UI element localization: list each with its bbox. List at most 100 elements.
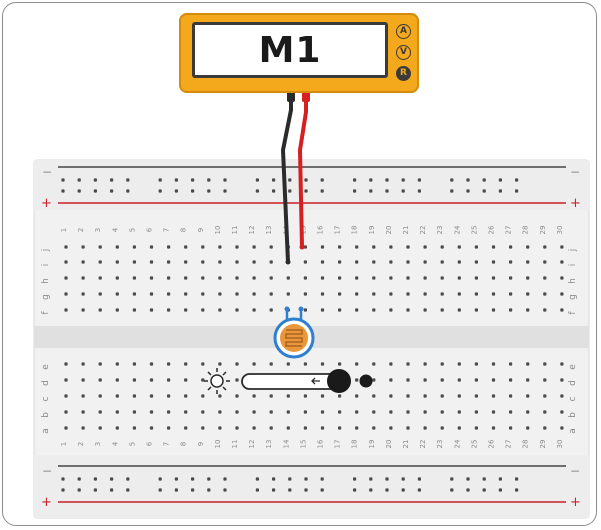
terminal-hole[interactable]: [252, 276, 256, 280]
terminal-hole[interactable]: [98, 426, 102, 430]
terminal-hole[interactable]: [389, 410, 393, 414]
terminal-hole[interactable]: [440, 260, 444, 264]
terminal-hole[interactable]: [389, 362, 393, 366]
terminal-hole[interactable]: [491, 292, 496, 296]
top-rail-hole[interactable]: [126, 178, 130, 182]
terminal-hole[interactable]: [474, 260, 478, 264]
terminal-hole[interactable]: [406, 410, 410, 414]
terminal-hole[interactable]: [81, 410, 85, 414]
top-rail-hole[interactable]: [515, 178, 519, 182]
terminal-hole[interactable]: [560, 410, 564, 414]
terminal-hole[interactable]: [184, 260, 188, 264]
bottom-rail-hole[interactable]: [304, 488, 308, 492]
bottom-rail-hole[interactable]: [126, 488, 130, 492]
terminal-hole[interactable]: [509, 426, 513, 430]
bottom-rail-hole[interactable]: [255, 488, 259, 492]
terminal-hole[interactable]: [474, 308, 478, 312]
terminal-hole[interactable]: [81, 276, 85, 280]
terminal-hole[interactable]: [167, 378, 171, 382]
terminal-hole[interactable]: [491, 245, 496, 249]
top-rail-hole[interactable]: [77, 178, 81, 182]
terminal-hole[interactable]: [423, 362, 427, 366]
terminal-hole[interactable]: [167, 362, 171, 366]
terminal-hole[interactable]: [543, 426, 547, 430]
terminal-hole[interactable]: [457, 410, 461, 414]
bottom-rail-hole[interactable]: [158, 488, 162, 492]
terminal-hole[interactable]: [543, 245, 547, 249]
terminal-hole[interactable]: [132, 308, 136, 312]
terminal-hole[interactable]: [184, 292, 188, 296]
terminal-hole[interactable]: [457, 245, 461, 249]
terminal-hole[interactable]: [184, 245, 188, 249]
terminal-hole[interactable]: [474, 245, 478, 249]
terminal-hole[interactable]: [440, 308, 444, 312]
terminal-hole[interactable]: [184, 378, 188, 382]
terminal-hole[interactable]: [372, 362, 376, 366]
top-rail-hole[interactable]: [515, 189, 519, 193]
terminal-hole[interactable]: [372, 426, 376, 430]
terminal-hole[interactable]: [406, 308, 410, 312]
terminal-hole[interactable]: [167, 276, 171, 280]
terminal-hole[interactable]: [423, 245, 427, 249]
terminal-hole[interactable]: [509, 292, 513, 296]
terminal-hole[interactable]: [269, 292, 273, 296]
terminal-hole[interactable]: [64, 292, 68, 296]
terminal-hole[interactable]: [320, 362, 325, 366]
terminal-hole[interactable]: [474, 292, 478, 296]
terminal-hole[interactable]: [115, 410, 119, 414]
terminal-hole[interactable]: [98, 292, 102, 296]
terminal-hole[interactable]: [509, 362, 513, 366]
bottom-rail-hole[interactable]: [450, 488, 454, 492]
terminal-hole[interactable]: [132, 245, 136, 249]
terminal-hole[interactable]: [98, 378, 102, 382]
top-rail-hole[interactable]: [272, 178, 276, 182]
bottom-rail-hole[interactable]: [288, 477, 292, 481]
top-rail-hole[interactable]: [110, 178, 114, 182]
terminal-hole[interactable]: [440, 426, 444, 430]
terminal-hole[interactable]: [64, 260, 68, 264]
terminal-hole[interactable]: [338, 362, 342, 366]
terminal-hole[interactable]: [115, 394, 119, 398]
terminal-hole[interactable]: [543, 292, 547, 296]
top-rail-hole[interactable]: [353, 178, 357, 182]
terminal-hole[interactable]: [491, 378, 496, 382]
terminal-hole[interactable]: [184, 410, 188, 414]
top-rail-hole[interactable]: [369, 178, 373, 182]
terminal-hole[interactable]: [184, 426, 188, 430]
bottom-rail-hole[interactable]: [61, 488, 65, 492]
terminal-hole[interactable]: [560, 394, 564, 398]
terminal-hole[interactable]: [423, 308, 427, 312]
bottom-rail-hole[interactable]: [174, 488, 178, 492]
terminal-hole[interactable]: [167, 394, 171, 398]
terminal-hole[interactable]: [560, 308, 564, 312]
terminal-hole[interactable]: [509, 378, 513, 382]
terminal-hole[interactable]: [457, 260, 461, 264]
terminal-hole[interactable]: [98, 308, 102, 312]
top-rail-hole[interactable]: [93, 178, 97, 182]
terminal-hole[interactable]: [474, 378, 478, 382]
bottom-rail-hole[interactable]: [369, 477, 373, 481]
terminal-hole[interactable]: [474, 394, 478, 398]
slider-thumb[interactable]: [327, 369, 351, 393]
top-rail-hole[interactable]: [158, 189, 162, 193]
terminal-hole[interactable]: [457, 394, 461, 398]
bottom-rail-hole[interactable]: [158, 477, 162, 481]
terminal-hole[interactable]: [235, 292, 239, 296]
top-rail-hole[interactable]: [401, 189, 405, 193]
terminal-hole[interactable]: [149, 276, 154, 280]
terminal-hole[interactable]: [457, 426, 461, 430]
terminal-hole[interactable]: [440, 410, 444, 414]
terminal-hole[interactable]: [235, 394, 239, 398]
ohmmeter-mode-button[interactable]: R: [396, 66, 411, 81]
terminal-hole[interactable]: [491, 394, 496, 398]
terminal-hole[interactable]: [509, 245, 513, 249]
top-rail-hole[interactable]: [191, 189, 195, 193]
terminal-hole[interactable]: [338, 426, 342, 430]
terminal-hole[interactable]: [235, 362, 239, 366]
terminal-hole[interactable]: [115, 260, 119, 264]
terminal-hole[interactable]: [269, 245, 273, 249]
top-rail-hole[interactable]: [255, 189, 259, 193]
top-rail-hole[interactable]: [385, 178, 389, 182]
terminal-hole[interactable]: [269, 394, 273, 398]
terminal-hole[interactable]: [355, 426, 359, 430]
